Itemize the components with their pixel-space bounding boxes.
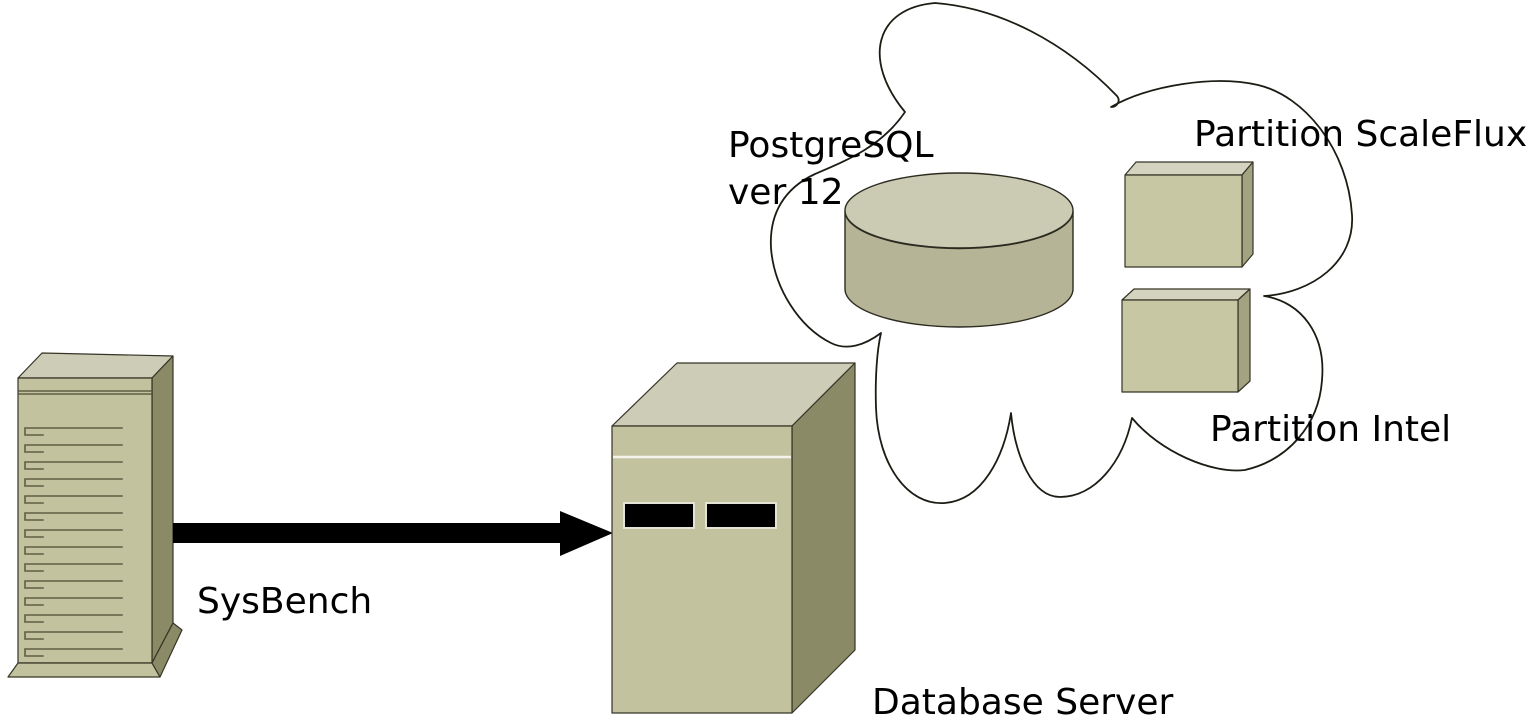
rack-side-face xyxy=(151,355,174,664)
partition-intel-box xyxy=(1121,288,1251,393)
intel-box-side-face xyxy=(1237,288,1251,393)
database-cylinder-icon xyxy=(844,172,1074,328)
postgresql-label-line1: PostgreSQL xyxy=(728,125,934,166)
partition-scaleflux-box xyxy=(1124,161,1254,268)
postgresql-label-line2: ver 12 xyxy=(728,172,844,213)
dbserver-drive-bay-right xyxy=(705,502,777,529)
network-arrow xyxy=(173,511,613,556)
scaleflux-box-side-face xyxy=(1241,161,1254,268)
rack-base-front xyxy=(7,662,161,678)
rack-base-side xyxy=(151,622,183,678)
sysbench-label: SysBench xyxy=(197,581,372,622)
cylinder-top xyxy=(844,172,1074,249)
intel-box-top-face xyxy=(1121,288,1251,301)
client-rack-server-icon xyxy=(7,352,183,678)
scaleflux-box-front-face xyxy=(1124,174,1243,268)
dbserver-drive-bay-left xyxy=(623,502,695,529)
dbserver-front-face xyxy=(611,425,793,714)
partition-intel-label: Partition Intel xyxy=(1210,409,1451,450)
rack-top-trim-lines xyxy=(18,390,152,395)
database-server-icon xyxy=(611,362,856,714)
rack-top-face xyxy=(17,352,174,379)
database-server-label: Database Server xyxy=(872,682,1173,723)
partition-scaleflux-label: Partition ScaleFlux xyxy=(1194,114,1527,155)
rack-drive-slots xyxy=(24,427,123,657)
scaleflux-box-top-face xyxy=(1124,161,1254,176)
intel-box-front-face xyxy=(1121,299,1239,393)
